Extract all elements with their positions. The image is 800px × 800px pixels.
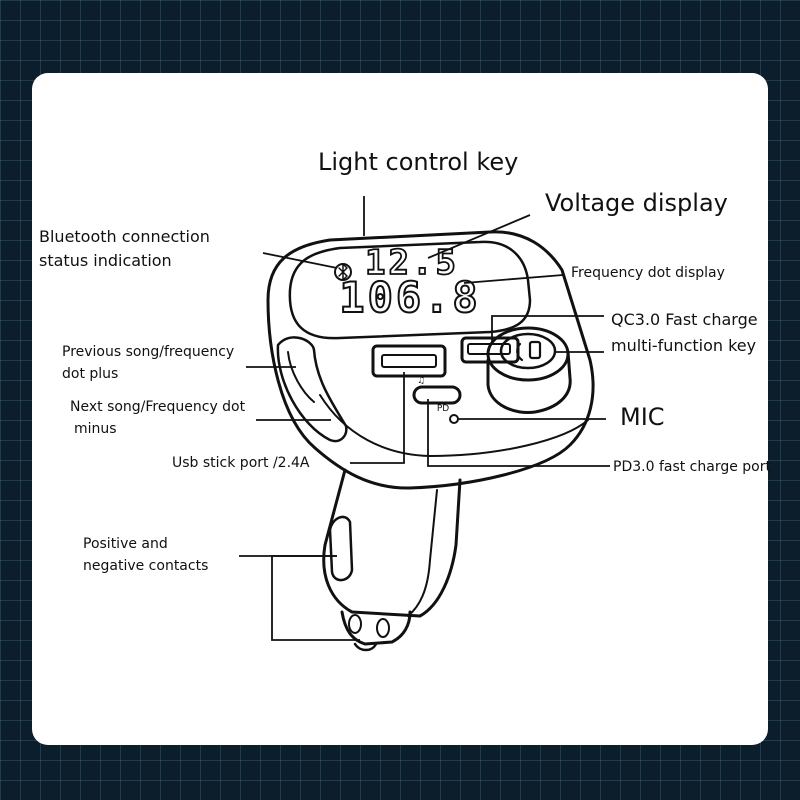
pd-port-mark: PD <box>437 404 449 414</box>
label-next-line2: minus <box>74 421 117 437</box>
leader-usb <box>350 372 405 464</box>
label-mic: MIC <box>620 403 665 431</box>
usb-port-mark: ♫ <box>417 376 425 386</box>
leader-bluetooth <box>262 252 338 269</box>
label-pd-port: PD3.0 fast charge port <box>613 459 771 475</box>
label-next-line1: Next song/Frequency dot <box>70 399 246 415</box>
label-frequency-dot-display: Frequency dot display <box>571 265 725 281</box>
side-contact <box>328 515 354 582</box>
label-qc-line2: multi-function key <box>611 336 757 355</box>
label-voltage-display: Voltage display <box>545 189 728 217</box>
side-button-panel <box>276 336 348 443</box>
leader-pd <box>427 399 610 467</box>
mic-hole <box>449 414 459 424</box>
leader-voltage <box>427 214 531 259</box>
label-bluetooth-line2: status indication <box>39 251 172 270</box>
charger-top-face <box>288 240 532 340</box>
label-usb-stick-port: Usb stick port /2.4A <box>172 455 310 471</box>
plug-tip <box>340 610 412 646</box>
diagram-card <box>32 73 768 745</box>
label-contacts-line2: negative contacts <box>83 558 209 574</box>
charger-body-outline <box>266 230 595 490</box>
label-previous-line2: dot plus <box>62 366 119 382</box>
plug-body <box>322 468 462 618</box>
voltage-readout: 12.5 <box>365 243 459 283</box>
usb-port <box>371 344 447 378</box>
contacts-bracket <box>271 555 360 641</box>
leader-frequency <box>463 274 564 284</box>
label-contacts-line1: Positive and <box>83 536 168 552</box>
leader-qc <box>491 315 604 342</box>
frequency-readout: 106.8 <box>339 273 480 322</box>
label-bluetooth-line1: Bluetooth connection <box>39 227 210 246</box>
label-previous-line1: Previous song/frequency <box>62 344 235 360</box>
bluetooth-icon <box>338 263 348 281</box>
usb-c-port <box>412 385 462 405</box>
phone-icon <box>516 340 542 362</box>
label-qc-line1: QC3.0 Fast charge <box>611 310 758 329</box>
multi-function-knob <box>486 350 572 415</box>
label-light-control-key: Light control key <box>318 148 519 176</box>
